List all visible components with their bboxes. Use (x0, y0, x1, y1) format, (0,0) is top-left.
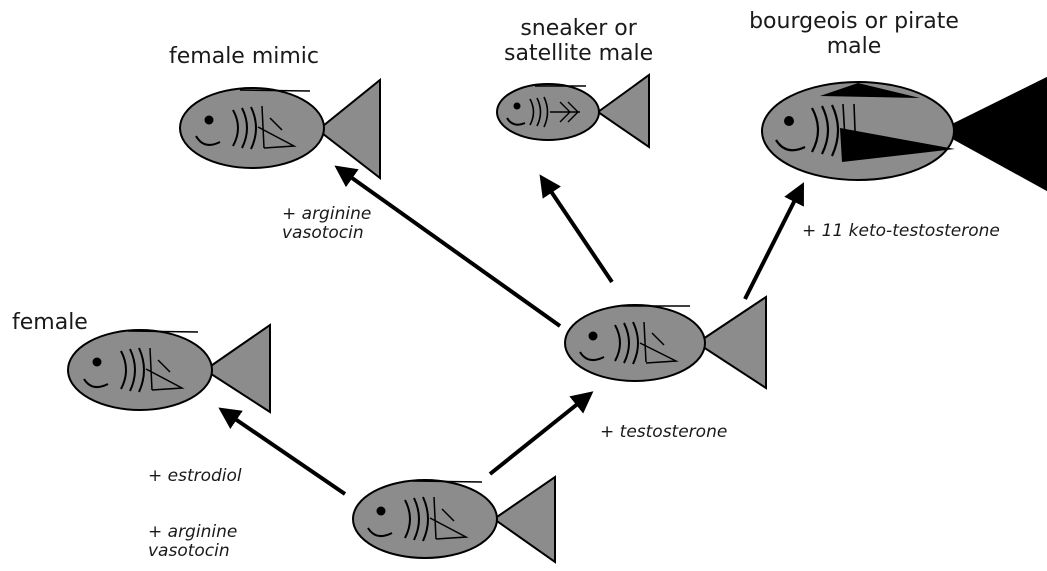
fish-bourgeois-male (762, 78, 1047, 190)
arrow-to-bourgeois-male (745, 186, 802, 299)
arrow-to-intermediate-male (490, 394, 590, 474)
label-arginine-lower-line2: vasotocin (148, 542, 237, 561)
fish-female (68, 325, 270, 412)
label-sneaker-male: sneaker or satellite male (504, 17, 653, 66)
fish-intermediate-male (565, 297, 766, 388)
label-arginine-lower-line1: + arginine (148, 523, 237, 542)
label-arginine-vasotocin-lower: + arginine vasotocin (148, 523, 237, 561)
fish-female-mimic (180, 80, 380, 178)
label-sneaker-line2: satellite male (504, 42, 653, 67)
label-bourgeois-line2: male (742, 35, 966, 60)
label-sneaker-line1: sneaker or (504, 17, 653, 42)
label-bourgeois-line1: bourgeois or pirate (742, 10, 966, 35)
label-female: female (12, 311, 88, 336)
label-estrodiol: + estrodiol (148, 467, 242, 486)
label-arginine-upper-line1: + arginine (282, 205, 371, 224)
arrow-to-female-mimic (338, 168, 560, 326)
arrow-to-sneaker-male (542, 178, 612, 282)
label-arginine-upper-line2: vasotocin (282, 224, 371, 243)
label-arginine-vasotocin-upper: + arginine vasotocin (282, 205, 371, 243)
label-bourgeois-male: bourgeois or pirate male (742, 10, 966, 59)
fish-sneaker-male (497, 75, 649, 147)
label-testosterone: + testosterone (600, 423, 727, 442)
fish-juvenile (353, 477, 555, 562)
label-11-keto-testosterone: + 11 keto-testosterone (802, 222, 1000, 241)
label-female-mimic: female mimic (169, 45, 319, 70)
